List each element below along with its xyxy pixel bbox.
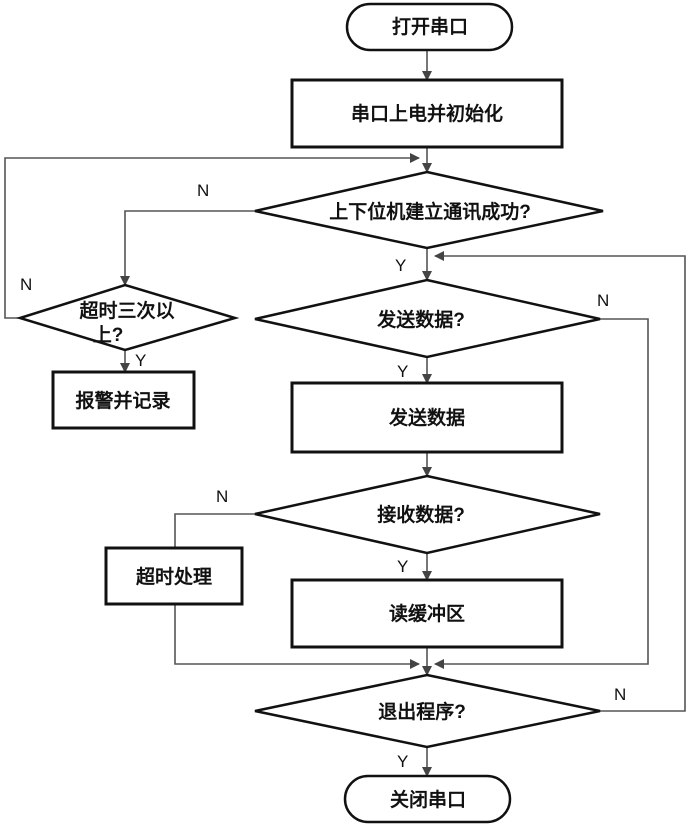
label-recv-no: N	[216, 487, 228, 506]
close-port-label: 关闭串口	[390, 788, 466, 811]
open-port-label: 打开串口	[392, 15, 468, 38]
label-exit-no: N	[614, 685, 626, 704]
decision-exit: 退出程序?	[254, 673, 601, 749]
decision-comm-success: 上下位机建立通讯成功?	[254, 170, 604, 250]
node-open-port: 打开串口	[345, 2, 514, 52]
label-comm-yes: Y	[395, 256, 406, 275]
decision-receive: 接收数据?	[254, 474, 601, 555]
node-alarm-record: 报警并记录	[51, 370, 196, 430]
power-init-label: 串口上电并初始化	[351, 102, 503, 125]
arrow-comm-no-to-timeout	[120, 210, 255, 286]
alarm-record-label: 报警并记录	[75, 389, 170, 412]
node-read-buffer: 读缓冲区	[290, 578, 564, 649]
read-buffer-label: 读缓冲区	[389, 602, 465, 625]
receive-question-label: 接收数据?	[377, 503, 465, 526]
timeout-handle-label: 超时处理	[135, 565, 212, 588]
node-timeout-handle: 超时处理	[104, 546, 244, 606]
node-power-init: 串口上电并初始化	[290, 78, 564, 149]
comm-success-label: 上下位机建立通讯成功?	[329, 200, 531, 223]
timeout-three-label-line2: 上?	[93, 324, 124, 346]
node-close-port: 关闭串口	[343, 774, 512, 824]
exit-question-label: 退出程序?	[378, 700, 466, 723]
decision-timeout-three: 超时三次以 上?	[15, 283, 240, 352]
connectors	[4, 50, 686, 777]
branch-labels: N N Y Y N Y N Y N Y	[20, 181, 626, 771]
loop-exit-no-to-send	[434, 251, 686, 712]
decision-send: 发送数据?	[254, 278, 601, 359]
label-exit-yes: Y	[397, 752, 408, 771]
loop-timeout-to-comm	[4, 153, 420, 319]
node-send-data: 发送数据	[290, 381, 564, 454]
label-send-yes: Y	[397, 362, 408, 381]
label-recv-yes: Y	[397, 557, 408, 576]
timeout-three-label-line1: 超时三次以	[78, 299, 174, 322]
label-timeout-yes: Y	[135, 351, 146, 370]
arrow-send-no-to-junction	[434, 318, 649, 669]
label-send-no: N	[597, 291, 609, 310]
label-comm-no: N	[197, 181, 209, 200]
send-data-label: 发送数据	[388, 406, 465, 429]
label-timeout-no: N	[20, 275, 32, 294]
send-question-label: 发送数据?	[376, 308, 465, 331]
